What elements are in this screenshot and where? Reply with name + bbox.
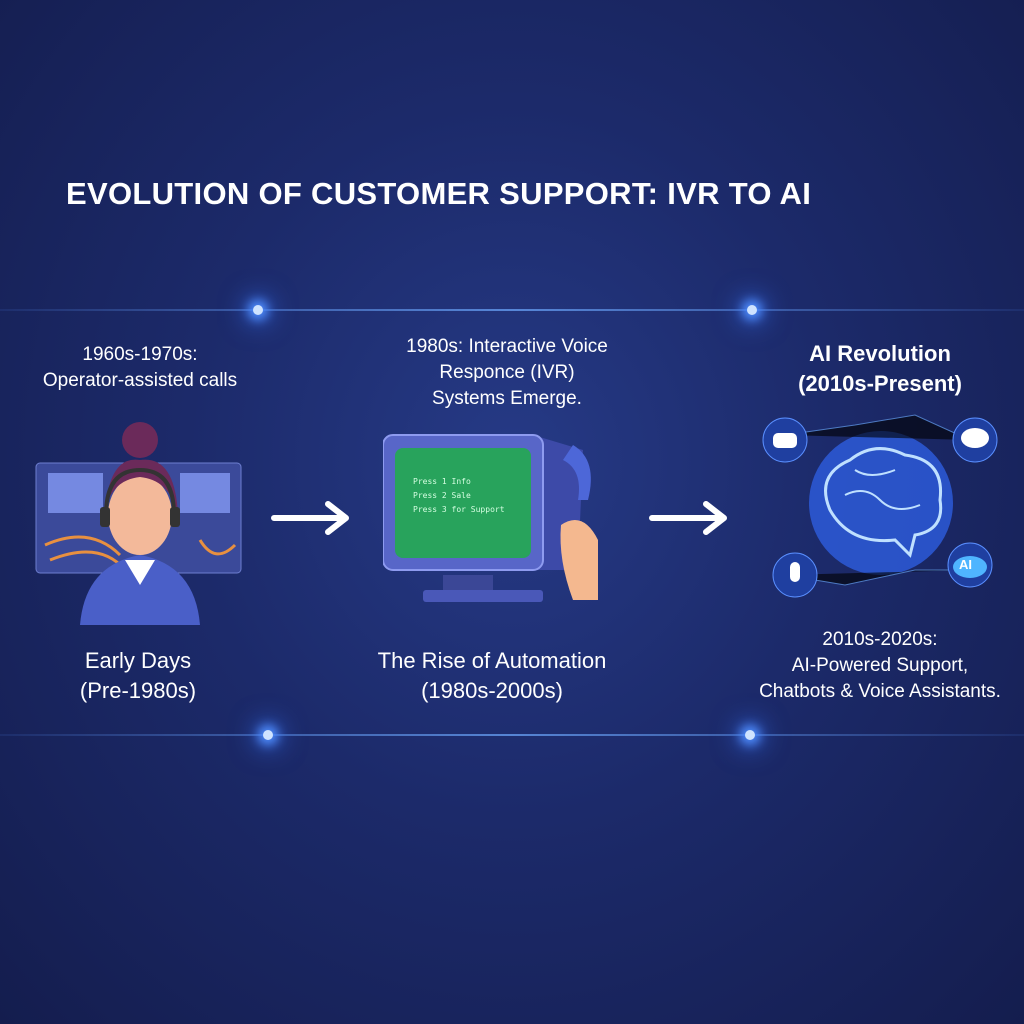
caption-line: 1980s: Interactive Voice [406,336,608,357]
arrow-right-icon [649,501,727,535]
glow-dot [253,305,263,315]
glow-dot [747,305,757,315]
divider-bottom [0,734,1024,736]
stage1-caption: 1960s-1970s: Operator-assisted calls [43,342,237,394]
caption-line: AI Revolution [809,341,951,366]
label-line: Chatbots & Voice Assistants. [759,681,1001,702]
arrow-right-icon [271,501,349,535]
robot-icon [773,433,797,448]
stage1-label: Early Days (Pre-1980s) [80,646,196,706]
ai-badge: AI [959,557,972,572]
ivr-computer-phone-illustration: Press 1 Info Press 2 Sale Press 3 for Su… [383,430,598,602]
screen-line: Press 3 for Support [413,505,505,514]
chat-bubble-icon [961,428,989,448]
microphone-icon [790,562,800,582]
ai-brain-illustration [762,414,998,598]
label-line: The Rise of Automation [377,648,607,673]
switchboard-operator-illustration [35,422,242,625]
label-line: (Pre-1980s) [79,678,197,703]
label-line: 2010s-2020s: [822,629,938,650]
label-line: Early Days [84,648,192,673]
cloud-icon [953,556,987,578]
glow-dot [263,730,273,740]
screen-line: Press 2 Sale [413,491,471,500]
page-title: EVOLUTION OF CUSTOMER SUPPORT: IVR TO AI [66,176,812,211]
caption-line: Operator-assisted calls [42,370,238,391]
caption-line: Systems Emerge. [432,388,582,409]
stage2-caption: 1980s: Interactive Voice Responce (IVR) … [406,334,608,412]
stage3-label: 2010s-2020s: AI-Powered Support, Chatbot… [759,627,1001,705]
label-line: AI-Powered Support, [791,655,969,676]
caption-line: 1960s-1970s: [82,344,198,365]
stage3-caption: AI Revolution (2010s-Present) [798,339,962,399]
caption-line: (2010s-Present) [798,371,962,396]
stage2-label: The Rise of Automation (1980s-2000s) [378,646,607,706]
label-line: (1980s-2000s) [421,678,563,703]
screen-line: Press 1 Info [413,477,471,486]
divider-top [0,309,1024,311]
glow-dot [745,730,755,740]
caption-line: Responce (IVR) [439,362,575,383]
